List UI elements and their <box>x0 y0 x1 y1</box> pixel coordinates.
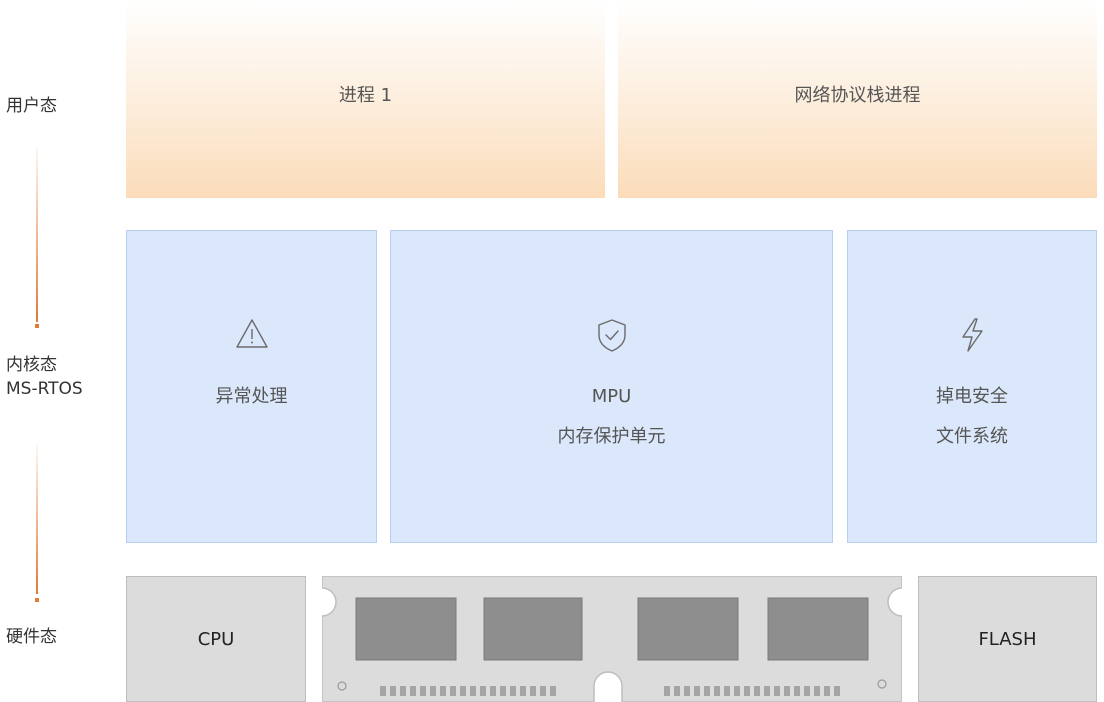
connector-dot <box>35 324 39 328</box>
warning-icon <box>235 319 268 348</box>
exception-label: 异常处理 <box>215 386 288 407</box>
mpu-box: MPU 内存保护单元 <box>390 230 833 543</box>
cpu-label: CPU <box>197 628 235 650</box>
process1-label: 进程 1 <box>338 85 393 106</box>
lightning-icon <box>962 318 983 352</box>
connector-dot <box>35 598 39 602</box>
memory-chip <box>767 597 869 661</box>
power-fail-title: 掉电安全 <box>936 386 1008 407</box>
kernel-label-line2: MS-RTOS <box>6 379 83 399</box>
hardware-label: 硬件态 <box>6 627 57 647</box>
network-process-label: 网络协议栈进程 <box>794 85 921 106</box>
memory-chip <box>637 597 739 661</box>
memory-chip <box>355 597 457 661</box>
process1-box: 进程 1 <box>126 0 605 198</box>
kernel-label-line1: 内核态 <box>6 355 57 375</box>
mpu-subtitle: 内存保护单元 <box>557 426 666 447</box>
exception-box: 异常处理 <box>126 230 377 543</box>
user-space-label: 用户态 <box>6 96 57 116</box>
memory-module-icon <box>322 576 902 702</box>
shield-check-icon <box>597 319 626 352</box>
network-process-box: 网络协议栈进程 <box>618 0 1097 198</box>
connector-kernel-hardware <box>36 444 38 594</box>
connector-user-kernel <box>36 146 38 322</box>
power-fail-subtitle: 文件系统 <box>936 426 1008 447</box>
power-fail-box: 掉电安全 文件系统 <box>847 230 1097 543</box>
flash-label: FLASH <box>978 628 1037 650</box>
mpu-title: MPU <box>591 386 632 407</box>
kernel-space-label: 内核态 MS-RTOS <box>6 353 83 401</box>
memory-chip <box>483 597 583 661</box>
flash-box: FLASH <box>918 576 1097 702</box>
cpu-box: CPU <box>126 576 306 702</box>
